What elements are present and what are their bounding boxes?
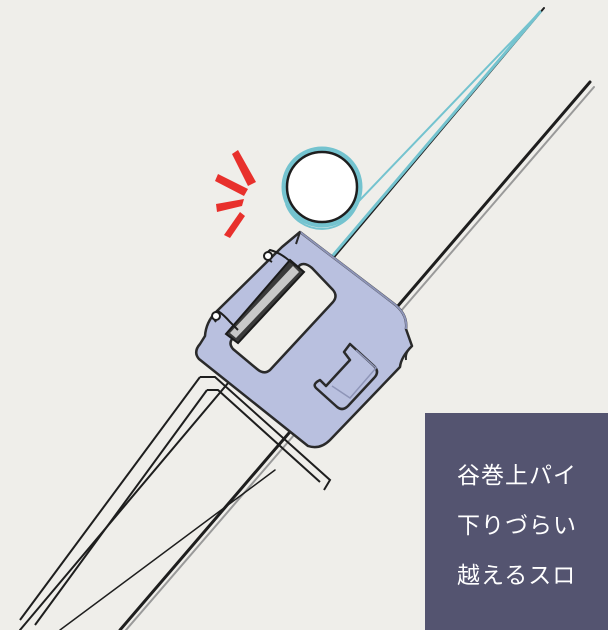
roller (281, 146, 363, 228)
caption-box: 谷巻上パイ 下りづらい 越えるスロ (425, 413, 608, 630)
rail-left-line (59, 469, 276, 630)
caption-line-1: 谷巻上パイ (457, 463, 577, 489)
impact-lines-icon (215, 150, 256, 238)
clip-device (195, 230, 414, 449)
bracket-frame (19, 376, 332, 626)
clip-handle (313, 342, 379, 411)
rail-upper-accent (310, 10, 542, 282)
caption-line-2: 下りづらい (457, 513, 577, 539)
rope (285, 11, 541, 230)
clip-window (229, 262, 337, 374)
caption-line-3: 越えるスロ (457, 563, 577, 589)
